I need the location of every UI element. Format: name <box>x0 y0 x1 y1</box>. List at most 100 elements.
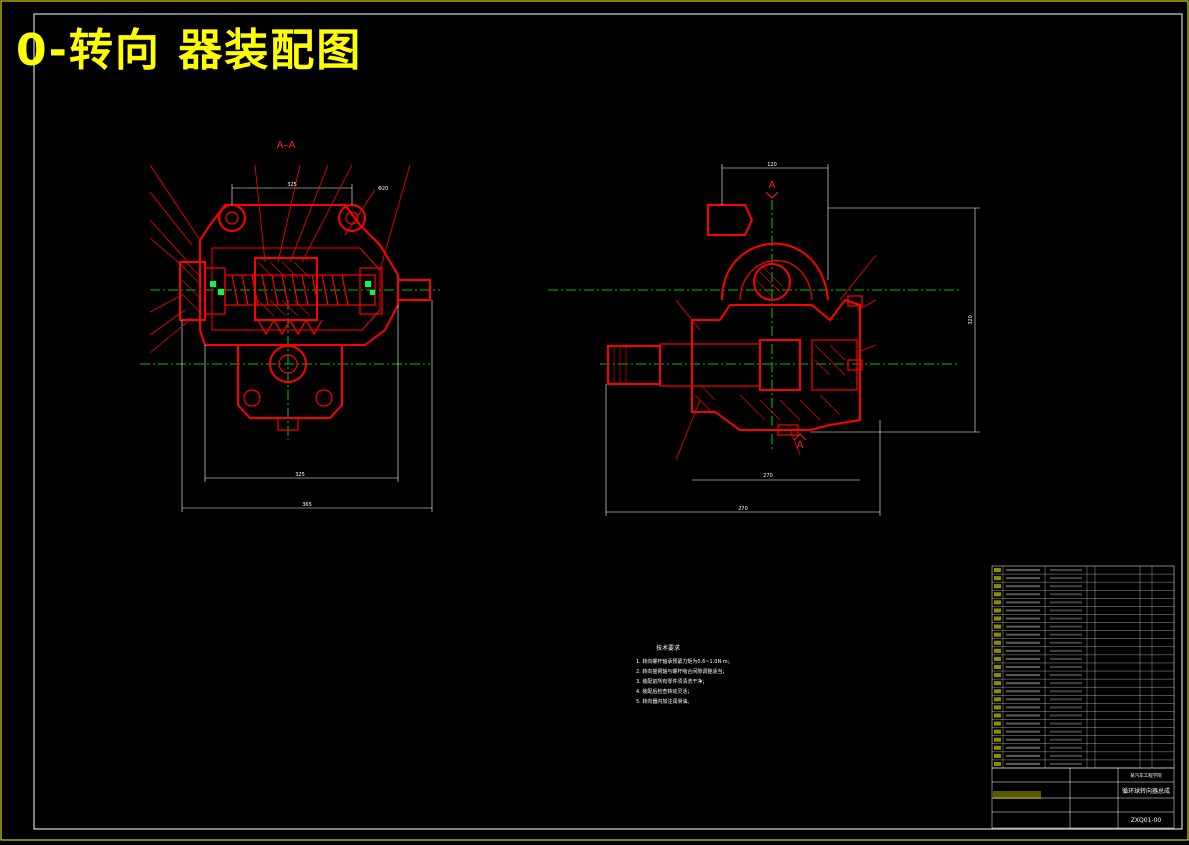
section-label-front: A–A <box>277 140 296 151</box>
parts-row-code-mark <box>1006 649 1040 652</box>
leader-7 <box>149 317 193 354</box>
parts-row-number-mark <box>994 673 1001 678</box>
ball-green-3 <box>365 281 371 287</box>
leader-11 <box>301 164 353 263</box>
sector-arc <box>721 242 829 301</box>
drawing-number: ZXQ01-00 <box>1131 817 1162 824</box>
parts-row-name-mark <box>1050 657 1082 660</box>
side-dimensions <box>605 164 980 516</box>
parts-row-code-mark <box>1006 690 1040 693</box>
front-view <box>140 204 440 440</box>
parts-row-name-mark <box>1050 706 1082 709</box>
parts-row-number-mark <box>994 664 1001 670</box>
dim-label-side-height: 320 <box>968 315 974 325</box>
parts-row-name-mark <box>1050 698 1082 701</box>
parts-row-name-mark <box>1050 754 1082 757</box>
input-shaft <box>397 279 431 301</box>
side-leader-1 <box>675 299 701 331</box>
bolt-boss-right <box>315 389 333 407</box>
parts-row-code-mark <box>1006 698 1040 701</box>
side-view <box>548 200 960 450</box>
leader-6 <box>149 309 186 336</box>
ball-bearings-front <box>210 281 375 295</box>
parts-row-code-mark <box>1006 657 1040 660</box>
parts-row-number-mark <box>994 737 1001 742</box>
leader-9 <box>277 164 301 263</box>
parts-row-code-mark <box>1006 706 1040 709</box>
section-label-side-top: A <box>769 180 776 191</box>
parts-row-number-mark <box>994 753 1001 758</box>
dim-label-side-bottom: 270 <box>738 506 748 512</box>
leader-2 <box>149 191 193 246</box>
leader-13 <box>344 189 376 236</box>
tech-note-line: 3. 装配前所有零件须清洗干净； <box>636 679 708 685</box>
parts-row-name-mark <box>1050 601 1082 604</box>
parts-row-name-mark <box>1050 585 1082 588</box>
parts-row-number-mark <box>994 568 1001 573</box>
parts-row-name-mark <box>1050 569 1082 572</box>
parts-row-code-mark <box>1006 682 1040 685</box>
parts-row-number-mark <box>994 681 1001 686</box>
parts-row-number-mark <box>994 656 1001 661</box>
dim-label-front-diam: Φ20 <box>378 186 388 192</box>
side-right-hatch <box>814 344 846 376</box>
spline-lines <box>613 346 627 384</box>
parts-list-rows <box>992 566 1174 768</box>
sector-shaft-hole <box>278 354 298 374</box>
parts-row-code-mark <box>1006 601 1040 604</box>
parts-row-name-mark <box>1050 714 1082 717</box>
drawing-name: 循环球转向器总成 <box>1122 787 1170 795</box>
front-dimensions <box>181 184 433 512</box>
dim-label-front-inner: 325 <box>295 472 305 478</box>
sector-shaft-boss <box>269 345 307 383</box>
parts-row-number-mark <box>994 761 1001 766</box>
side-body <box>691 298 861 431</box>
parts-row-name-mark <box>1050 746 1082 749</box>
mount-ear-left-hole <box>225 211 239 225</box>
parts-row-number-mark <box>994 592 1001 597</box>
mount-ear-left <box>218 204 246 232</box>
company-name: 某汽车工程学院 <box>1130 772 1162 779</box>
roller-hatch <box>755 265 783 297</box>
sector-teeth <box>257 318 323 336</box>
ball-green-4 <box>370 290 375 295</box>
parts-row-number-mark <box>994 689 1001 694</box>
ball-green-1 <box>210 281 216 287</box>
parts-row-number-mark <box>994 608 1001 613</box>
inner-frame <box>33 13 1183 830</box>
shaft-nut <box>759 339 801 391</box>
parts-row-code-mark <box>1006 577 1040 580</box>
parts-row-number-mark <box>994 632 1001 637</box>
parts-row-name-mark <box>1050 722 1082 725</box>
parts-row-code-mark <box>1006 609 1040 612</box>
section-arrow-top <box>765 191 779 199</box>
parts-row-name-mark <box>1050 738 1082 741</box>
side-leader-3 <box>839 254 877 301</box>
leader-8 <box>254 164 266 263</box>
output-shaft <box>659 343 761 387</box>
parts-row-number-mark <box>994 584 1001 589</box>
side-body-hatch <box>694 384 841 421</box>
parts-row-name-mark <box>1050 577 1082 580</box>
section-label-side-bottom: A <box>797 440 804 451</box>
parts-row-code-mark <box>1006 665 1040 669</box>
parts-row-name-mark <box>1050 762 1082 765</box>
parts-row-code-mark <box>1006 641 1040 644</box>
parts-row-name-mark <box>1050 730 1082 733</box>
parts-row-code-mark <box>1006 617 1040 620</box>
parts-row-code-mark <box>1006 625 1040 628</box>
tech-note-line: 2. 转向摇臂轴与螺杆啮合间隙调整适当； <box>636 669 728 675</box>
parts-row-code-mark <box>1006 633 1040 636</box>
parts-row-name-mark <box>1050 665 1082 669</box>
parts-row-code-mark <box>1006 585 1040 588</box>
section-arrow-bottom <box>793 433 807 441</box>
parts-row-number-mark <box>994 721 1001 726</box>
title-block <box>991 767 1175 829</box>
parts-row-code-mark <box>1006 730 1040 733</box>
ball-nut <box>254 257 318 321</box>
dim-label-front-outer: 365 <box>302 502 312 508</box>
parts-row-number-mark <box>994 713 1001 718</box>
parts-row-name-mark <box>1050 625 1082 628</box>
